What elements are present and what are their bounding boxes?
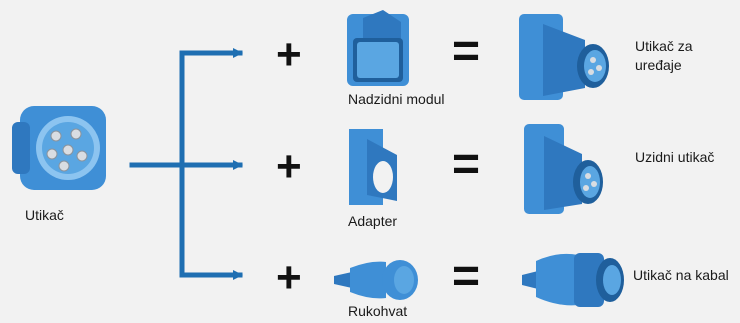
cable-plug-image — [522, 253, 624, 307]
appliance-plug-image — [519, 14, 609, 100]
plus-sign-3: + — [276, 253, 302, 302]
part-label-2: Adapter — [348, 213, 398, 229]
result-label-1a: Utikač za — [635, 38, 693, 54]
plus-sign-2: + — [276, 142, 302, 191]
handle-image — [334, 260, 418, 300]
plug-image — [12, 106, 106, 190]
surface-module-image — [347, 10, 409, 86]
equals-sign-3: = — [452, 250, 481, 303]
equals-sign-1: = — [452, 25, 481, 78]
source-label: Utikač — [25, 207, 64, 223]
result-label-2: Uzidni utikač — [635, 149, 715, 165]
result-label-3: Utikač na kabal — [633, 267, 729, 283]
wall-plug-image — [524, 124, 603, 214]
part-label-1: Nadzidni modul — [348, 91, 445, 107]
equals-sign-2: = — [452, 138, 481, 191]
plus-sign-1: + — [276, 30, 302, 79]
result-label-1b: uređaje — [635, 57, 682, 73]
adapter-image — [349, 129, 397, 205]
part-label-3: Rukohvat — [348, 303, 408, 319]
